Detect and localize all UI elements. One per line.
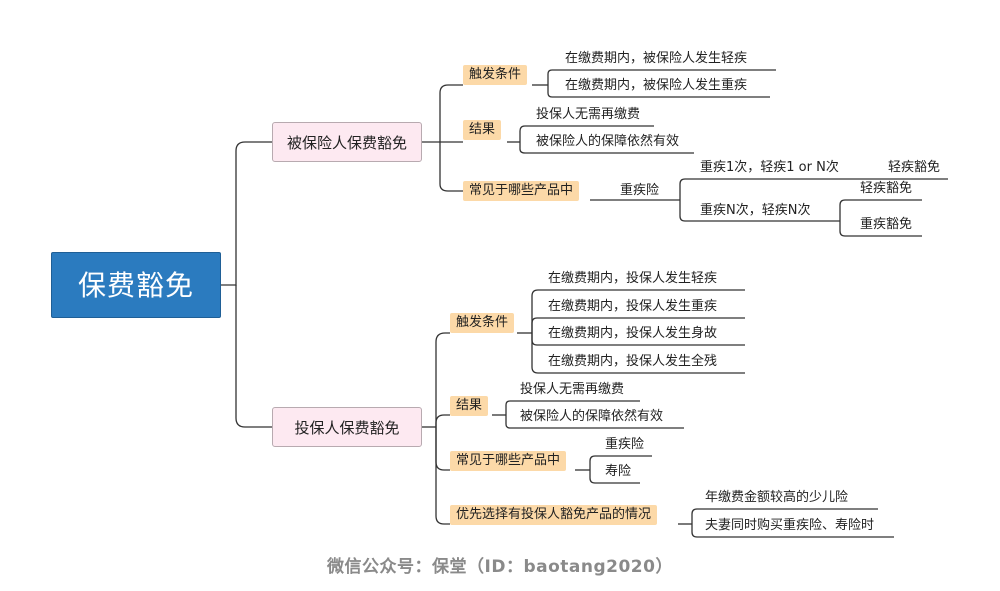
root-node: 保费豁免	[51, 252, 221, 318]
insured-result-tag: 结果	[463, 120, 502, 140]
holder-priority-item-1: 年缴费金额较高的少儿险	[705, 490, 849, 505]
insured-case-2-item-1: 轻疾豁免	[860, 181, 913, 196]
insured-result-item-1: 投保人无需再缴费	[536, 107, 641, 122]
insured-products-tag: 常见于哪些产品中	[463, 181, 580, 201]
holder-result-tag: 结果	[450, 396, 489, 416]
holder-trigger-item-1: 在缴费期内，投保人发生轻疾	[548, 271, 718, 286]
insured-waiver-node: 被保险人保费豁免	[272, 122, 422, 162]
holder-result-item-1: 投保人无需再缴费	[520, 382, 625, 397]
insured-product-critical-illness: 重疾险	[620, 183, 660, 198]
holder-products-tag: 常见于哪些产品中	[450, 451, 567, 471]
insured-case-1: 重疾1次，轻疾1 or N次	[700, 160, 839, 175]
holder-product-item-1: 重疾险	[605, 437, 645, 452]
holder-trigger-item-4: 在缴费期内，投保人发生全残	[548, 354, 718, 369]
insured-result-item-2: 被保险人的保障依然有效	[536, 134, 680, 149]
holder-trigger-tag: 触发条件	[450, 313, 515, 333]
holder-product-item-2: 寿险	[605, 464, 632, 479]
insured-trigger-tag: 触发条件	[463, 65, 528, 85]
watermark-text: 微信公众号：保堂（ID：baotang2020）	[327, 557, 673, 577]
insured-trigger-item-1: 在缴费期内，被保险人发生轻疾	[565, 51, 748, 66]
holder-trigger-item-3: 在缴费期内，投保人发生身故	[548, 326, 718, 341]
insured-case-2: 重疾N次，轻疾N次	[700, 203, 811, 218]
holder-waiver-node: 投保人保费豁免	[272, 407, 422, 447]
insured-case-1-item: 轻疾豁免	[888, 160, 941, 175]
holder-priority-item-2: 夫妻同时购买重疾险、寿险时	[705, 518, 875, 533]
holder-result-item-2: 被保险人的保障依然有效	[520, 409, 664, 424]
insured-trigger-item-2: 在缴费期内，被保险人发生重疾	[565, 78, 748, 93]
holder-trigger-item-2: 在缴费期内，投保人发生重疾	[548, 299, 718, 314]
holder-priority-tag: 优先选择有投保人豁免产品的情况	[450, 505, 658, 525]
insured-case-2-item-2: 重疾豁免	[860, 217, 913, 232]
